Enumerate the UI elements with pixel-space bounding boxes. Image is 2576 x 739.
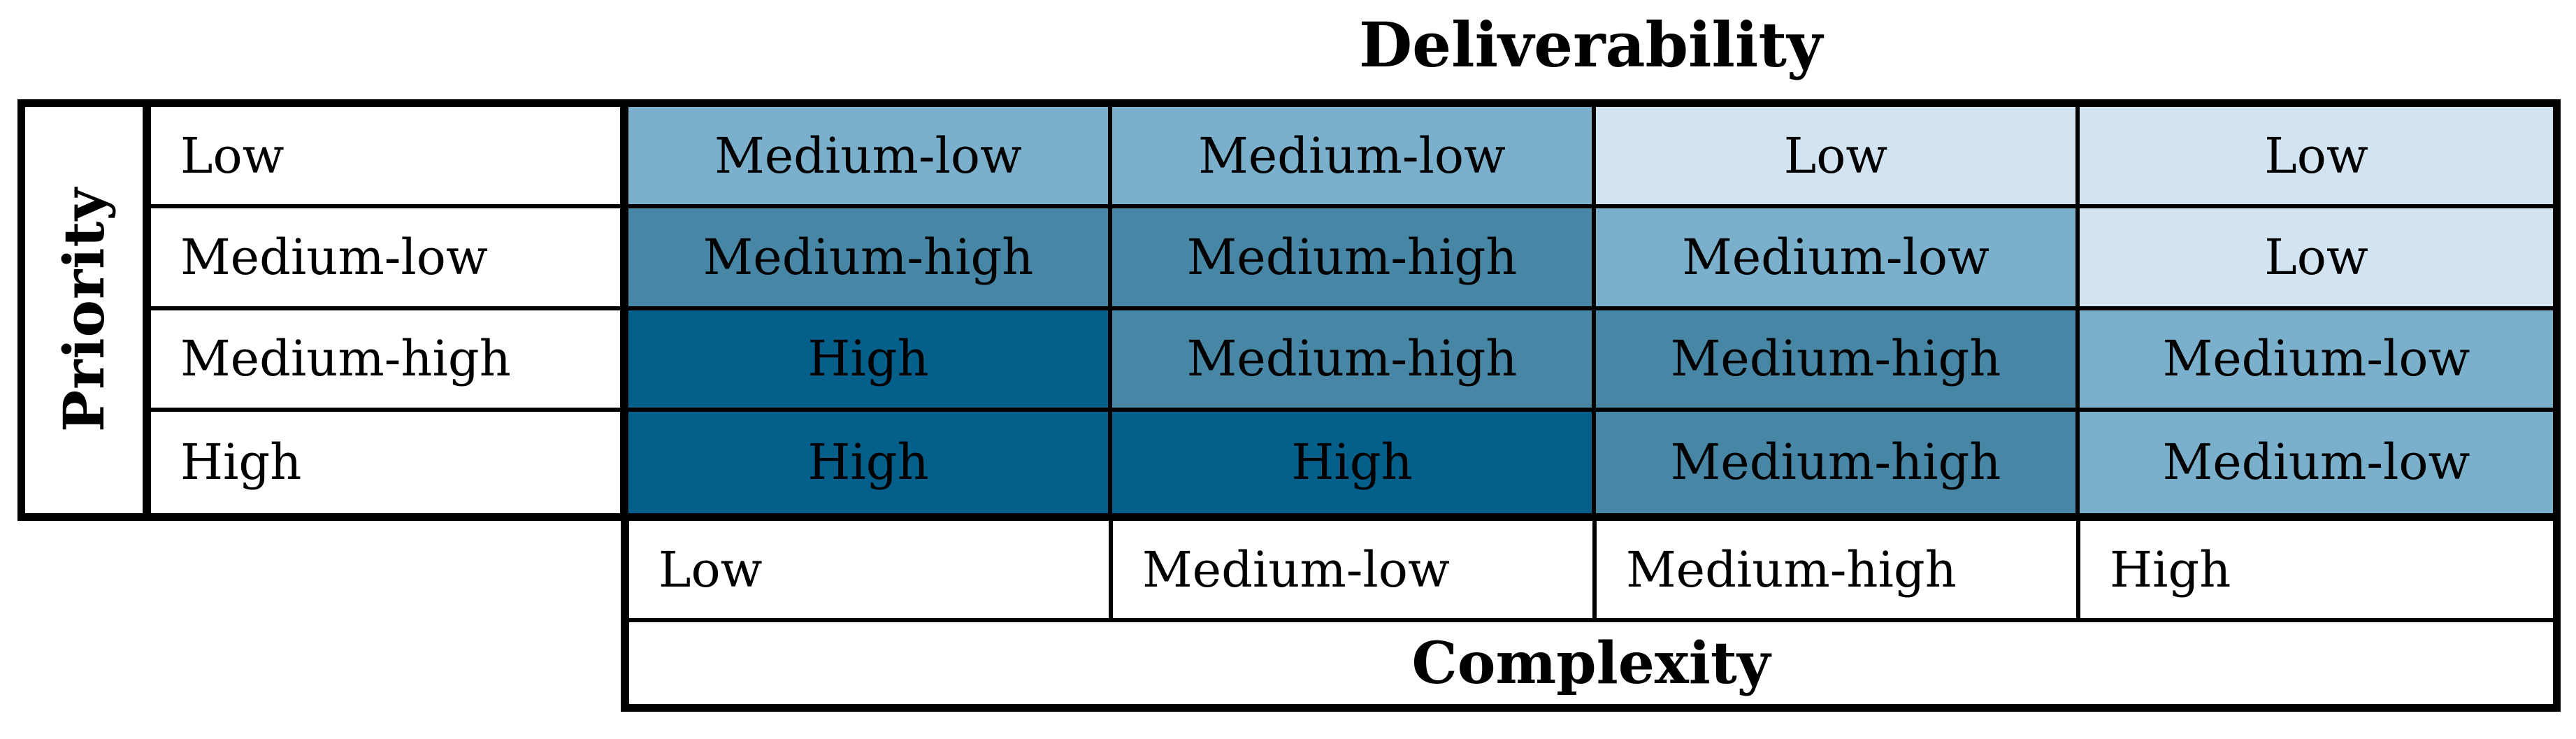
- priority-axis-title: Priority: [51, 187, 117, 433]
- complexity-col-label-high: High: [2080, 521, 2553, 622]
- deliverability-axis-title: Deliverability: [1358, 8, 1823, 81]
- matrix-cell-r2c2: Medium-high: [1112, 208, 1596, 310]
- matrix-cell-r2c1: Medium-high: [628, 208, 1112, 310]
- complexity-col-label-low: Low: [629, 521, 1113, 622]
- matrix-cell-r1c2: Medium-low: [1112, 107, 1596, 209]
- matrix-table: Priority Low Medium-low Medium-high High…: [17, 99, 2561, 521]
- priority-row-label-medium-high: Medium-high: [151, 310, 628, 412]
- matrix-cell-r1c1: Medium-low: [628, 107, 1112, 209]
- complexity-col-label-medium-high: Medium-high: [1597, 521, 2080, 622]
- matrix-cell-r4c1: High: [628, 411, 1112, 513]
- matrix-cell-r4c3: Medium-high: [1596, 411, 2080, 513]
- matrix-cell-r3c4: Medium-low: [2080, 310, 2553, 412]
- matrix-cell-r3c2: Medium-high: [1112, 310, 1596, 412]
- matrix-cell-r2c4: Low: [2080, 208, 2553, 310]
- matrix-cell-r1c3: Low: [1596, 107, 2080, 209]
- matrix-cell-r3c1: High: [628, 310, 1112, 412]
- priority-axis-cell: Priority: [25, 107, 151, 513]
- complexity-axis-title: Complexity: [1411, 629, 1771, 697]
- matrix-cell-r2c3: Medium-low: [1596, 208, 2080, 310]
- matrix-cell-r1c4: Low: [2080, 107, 2553, 209]
- priority-row-label-medium-low: Medium-low: [151, 208, 628, 310]
- matrix-cell-r4c2: High: [1112, 411, 1596, 513]
- complexity-col-label-medium-low: Medium-low: [1113, 521, 1597, 622]
- matrix-cell-r4c4: Medium-low: [2080, 411, 2553, 513]
- complexity-axis-section: Low Medium-low Medium-high High Complexi…: [621, 521, 2561, 712]
- priority-row-label-high: High: [151, 411, 628, 513]
- priority-row-label-low: Low: [151, 107, 628, 209]
- matrix-cell-r3c3: Medium-high: [1596, 310, 2080, 412]
